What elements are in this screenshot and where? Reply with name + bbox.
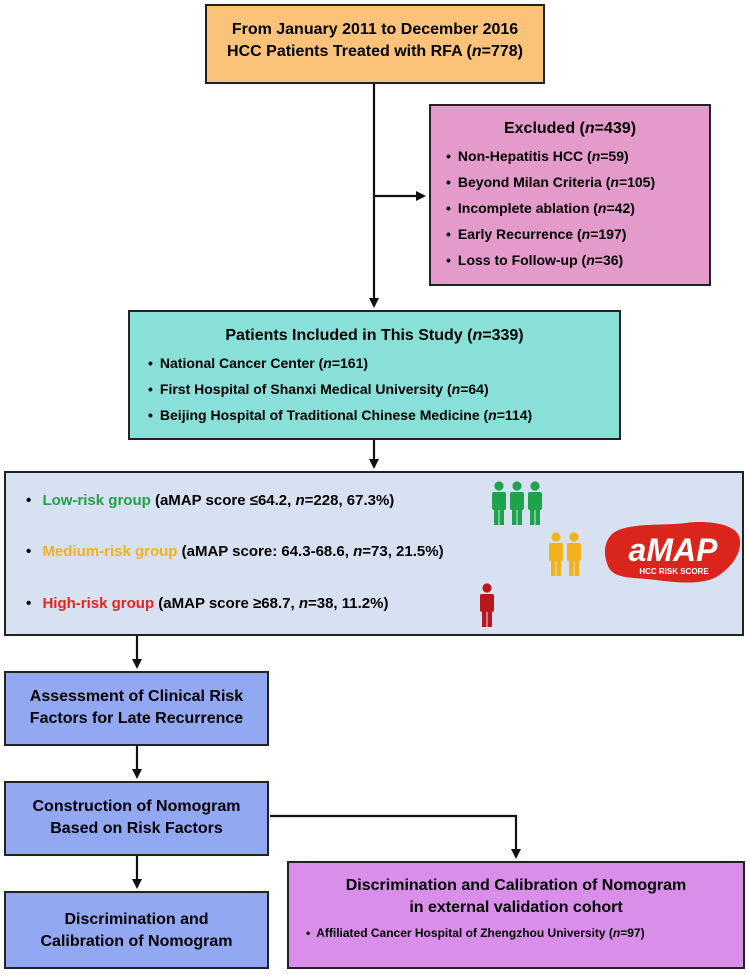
assessment-line2: Factors for Late Recurrence [29, 710, 244, 727]
excluded-list: Non-Hepatitis HCC (n=59) Beyond Milan Cr… [446, 143, 709, 273]
construction-line1: Construction of Nomogram [32, 798, 241, 815]
discrimination-line2: Calibration of Nomogram [40, 933, 233, 950]
included-box: Patients Included in This Study (n=339) … [128, 310, 621, 440]
construction-line2: Based on Risk Factors [50, 820, 223, 837]
assessment-line1: Assessment of Clinical Risk [29, 688, 244, 705]
amap-logo-text: aMAP [629, 532, 719, 568]
person-icon-group-medium [549, 532, 581, 576]
risk-group-medium: Medium-risk group (aMAP score: 64.3-68.6… [26, 543, 443, 560]
construction-box: Construction of Nomogram Based on Risk F… [4, 781, 269, 856]
person-icon-group-high [480, 583, 494, 627]
source-cohort-period: From January 2011 to December 2016 [231, 21, 519, 38]
included-item: Beijing Hospital of Traditional Chinese … [148, 402, 619, 428]
excluded-item: Beyond Milan Criteria (n=105) [446, 169, 709, 195]
included-list: National Cancer Center (n=161) First Hos… [148, 350, 619, 428]
discrimination-line1: Discrimination and [64, 911, 209, 928]
source-cohort-box: From January 2011 to December 2016 HCC P… [205, 4, 545, 84]
person-icon [480, 583, 494, 627]
connector-construction-to-external [270, 814, 521, 859]
person-icon [510, 481, 524, 525]
external-line2: in external validation cohort [409, 899, 623, 916]
excluded-item: Incomplete ablation (n=42) [446, 195, 709, 221]
excluded-item: Non-Hepatitis HCC (n=59) [446, 143, 709, 169]
amap-logo-subtext: HCC RISK SCORE [639, 567, 709, 576]
excluded-item: Early Recurrence (n=197) [446, 221, 709, 247]
included-title: Patients Included in This Study (n=339) [225, 327, 524, 344]
assessment-box: Assessment of Clinical Risk Factors for … [4, 671, 269, 746]
external-line1: Discrimination and Calibration of Nomogr… [345, 877, 687, 894]
person-icon [549, 532, 563, 576]
included-item: National Cancer Center (n=161) [148, 350, 619, 376]
excluded-title: Excluded (n=439) [503, 120, 637, 137]
risk-groups-box: Low-risk group (aMAP score ≤64.2, n=228,… [4, 471, 744, 636]
included-item: First Hospital of Shanxi Medical Univers… [148, 376, 619, 402]
risk-group-low: Low-risk group (aMAP score ≤64.2, n=228,… [26, 492, 394, 509]
person-icon [492, 481, 506, 525]
person-icon-group-low [492, 481, 542, 525]
external-validation-box: Discrimination and Calibration of Nomogr… [287, 861, 745, 969]
discrimination-box: Discrimination and Calibration of Nomogr… [4, 891, 269, 969]
external-site: •Affiliated Cancer Hospital of Zhengzhou… [306, 926, 645, 940]
source-cohort-count: HCC Patients Treated with RFA (n=778) [227, 43, 523, 60]
excluded-box: Excluded (n=439) Non-Hepatitis HCC (n=59… [429, 104, 711, 286]
person-icon [567, 532, 581, 576]
amap-logo: aMAP HCC RISK SCORE [604, 522, 741, 583]
person-icon [528, 481, 542, 525]
risk-group-high: High-risk group (aMAP score ≥68.7, n=38,… [26, 595, 388, 612]
excluded-item: Loss to Follow-up (n=36) [446, 247, 709, 273]
